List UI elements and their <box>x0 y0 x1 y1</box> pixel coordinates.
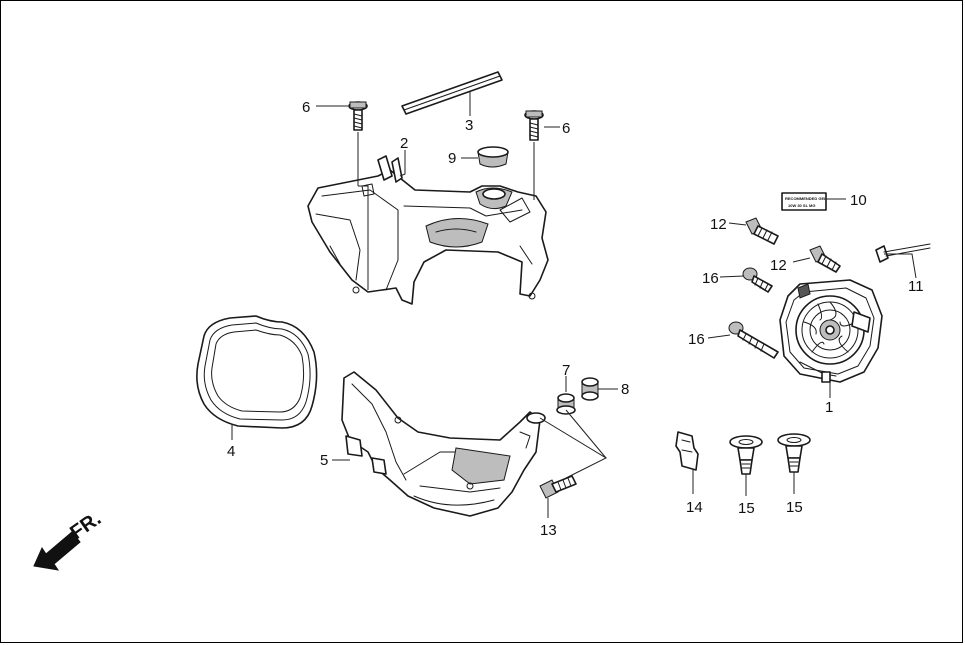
callout-6-left: 6 <box>302 99 310 116</box>
front-arrow-icon <box>33 531 81 571</box>
part-6-bolt-right <box>524 110 544 141</box>
part-10-label-sticker: RECOMMENDED GEL 10W 30 SL MG <box>781 192 827 211</box>
part-5-lower-cover <box>341 371 546 517</box>
callout-13: 13 <box>540 522 557 539</box>
part-1-fan-housing <box>779 279 883 383</box>
part-3-strip <box>401 71 503 115</box>
part-15-clip-left <box>729 435 763 475</box>
leader-lines <box>231 92 917 518</box>
part-7-grommet <box>556 393 576 415</box>
callout-7: 7 <box>562 362 570 379</box>
callout-16-upper: 16 <box>702 270 719 287</box>
callout-8: 8 <box>621 381 629 398</box>
callout-14: 14 <box>686 499 703 516</box>
part-4-seal-ring <box>196 315 318 429</box>
part-9-grommet <box>477 146 509 168</box>
part-16-bolt-upper <box>742 267 773 293</box>
part-14-plate <box>675 431 699 471</box>
callout-10: 10 <box>850 192 867 209</box>
part-12-bolt-upper <box>745 217 779 245</box>
part-15-clip-right <box>777 433 811 473</box>
callout-12-lower: 12 <box>770 257 787 274</box>
callout-1: 1 <box>825 399 833 416</box>
callout-12-upper: 12 <box>710 216 727 233</box>
part-6-bolt-left <box>348 101 368 131</box>
callout-15-right: 15 <box>786 499 803 516</box>
label-line-1: RECOMMENDED GEL <box>785 196 827 201</box>
callout-2: 2 <box>400 135 408 152</box>
callout-4: 4 <box>227 443 235 460</box>
part-8-collar <box>581 377 599 401</box>
callout-6-right: 6 <box>562 120 570 137</box>
callout-9: 9 <box>448 150 456 167</box>
part-2-upper-cover <box>307 155 549 305</box>
part-11-wire-clip <box>875 243 931 263</box>
callout-15-left: 15 <box>738 500 755 517</box>
part-16-bolt-lower <box>728 321 779 359</box>
callout-16-lower: 16 <box>688 331 705 348</box>
callout-numbers: 6 6 3 2 9 10 12 12 16 16 11 1 4 5 7 8 13… <box>227 99 924 539</box>
label-line-2: 10W 30 SL MG <box>788 203 816 208</box>
part-13-bolt <box>539 475 577 499</box>
callout-11: 11 <box>908 278 924 295</box>
front-direction-marker: FR. <box>33 508 105 571</box>
callout-5: 5 <box>320 452 328 469</box>
part-12-bolt-lower <box>809 245 841 273</box>
callout-3: 3 <box>465 117 473 134</box>
